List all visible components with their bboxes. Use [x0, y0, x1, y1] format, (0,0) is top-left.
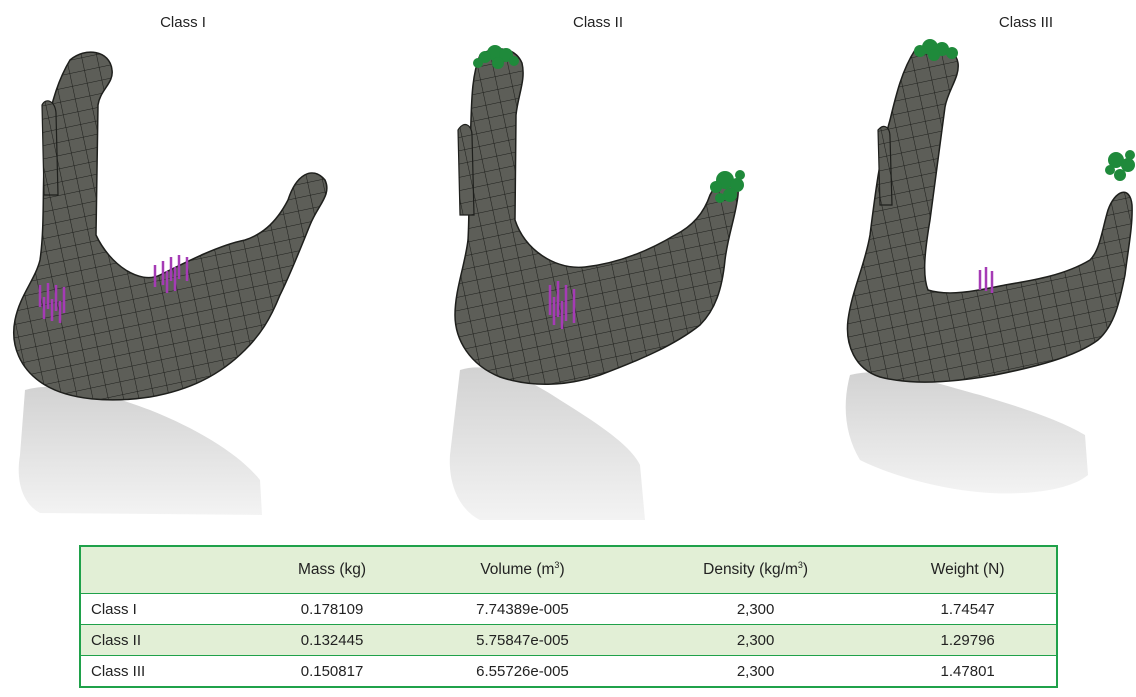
- table-row: Class II 0.132445 5.75847e-005 2,300 1.2…: [80, 624, 1057, 656]
- material-properties-table: Mass (kg) Volume (m3) Density (kg/m3) We…: [79, 545, 1058, 688]
- class-i-mandible-model: [0, 35, 340, 525]
- mandible-shadow: [449, 367, 645, 520]
- table-row: Class I 0.178109 7.74389e-005 2,300 1.74…: [80, 593, 1057, 625]
- cell-volume: 7.74389e-005: [413, 593, 632, 625]
- cell-volume: 6.55726e-005: [413, 655, 632, 687]
- fixed-support-condyle: [473, 45, 519, 69]
- load-arrows: [548, 281, 576, 329]
- row-name: Class I: [80, 593, 251, 625]
- class-ii-mandible-model: [440, 35, 760, 525]
- load-arrows: [978, 267, 994, 293]
- class-ii-label: Class II: [572, 14, 624, 31]
- cell-density: 2,300: [631, 624, 880, 656]
- cell-mass: 0.132445: [251, 624, 414, 656]
- header-blank: [80, 546, 251, 594]
- header-density: Density (kg/m3): [631, 546, 880, 594]
- mandible-mesh: [454, 48, 739, 386]
- header-weight: Weight (N): [879, 546, 1057, 594]
- cell-weight: 1.47801: [879, 655, 1057, 687]
- mandible-shadow: [18, 386, 262, 515]
- table-row: Class III 0.150817 6.55726e-005 2,300 1.…: [80, 655, 1057, 687]
- fixed-support-coronoid: [710, 170, 745, 203]
- header-mass: Mass (kg): [251, 546, 414, 594]
- cell-density: 2,300: [631, 593, 880, 625]
- cell-volume: 5.75847e-005: [413, 624, 632, 656]
- class-iii-mandible-model: [830, 35, 1136, 525]
- header-volume: Volume (m3): [413, 546, 632, 594]
- mandible-mesh: [846, 44, 1133, 383]
- mandible-shadow: [845, 372, 1088, 494]
- coronoid-process: [41, 100, 59, 196]
- cell-mass: 0.178109: [251, 593, 414, 625]
- cell-weight: 1.29796: [879, 624, 1057, 656]
- load-arrows: [38, 255, 189, 323]
- coronoid-process: [877, 125, 893, 206]
- row-name: Class III: [80, 655, 251, 687]
- coronoid-process: [457, 123, 475, 216]
- fixed-support-condyle: [914, 39, 958, 61]
- table-header-row: Mass (kg) Volume (m3) Density (kg/m3) We…: [80, 546, 1057, 594]
- row-name: Class II: [80, 624, 251, 656]
- cell-density: 2,300: [631, 655, 880, 687]
- cell-weight: 1.74547: [879, 593, 1057, 625]
- class-i-label: Class I: [160, 14, 206, 31]
- cell-mass: 0.150817: [251, 655, 414, 687]
- class-iii-label: Class III: [998, 14, 1054, 31]
- fixed-support-coronoid: [1105, 150, 1135, 181]
- mandible-mesh: [13, 51, 328, 401]
